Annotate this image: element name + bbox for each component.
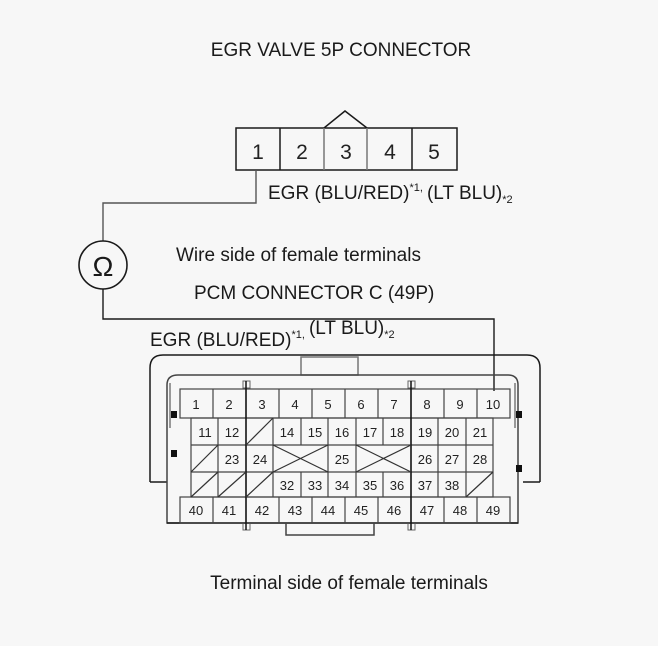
pcm-pin: 3 — [258, 397, 265, 412]
pcm-pin: 1 — [192, 397, 199, 412]
pcm-pin: 8 — [423, 397, 430, 412]
pcm-pin: 43 — [288, 503, 302, 518]
footnote-2: *2 — [502, 194, 512, 206]
pcm-pin: 47 — [420, 503, 434, 518]
wire-color-alt: (LT BLU) — [309, 318, 384, 339]
pcm-pin: 41 — [222, 503, 236, 518]
pcm-pin: 46 — [387, 503, 401, 518]
pcm-pin: 37 — [418, 478, 432, 493]
pcm-pin: 27 — [445, 452, 459, 467]
pcm-pin: 21 — [473, 425, 487, 440]
diagram-title: EGR VALVE 5P CONNECTOR — [211, 40, 471, 61]
pcm-pin-10-probe: 10 — [486, 397, 500, 412]
pcm-pin: 28 — [473, 452, 487, 467]
egr-pin-1: 1 — [252, 141, 264, 164]
pcm-pin: 24 — [253, 452, 267, 467]
pcm-pin: 23 — [225, 452, 239, 467]
pcm-pin: 16 — [335, 425, 349, 440]
egr-pin-4: 4 — [384, 141, 396, 164]
pcm-pin: 40 — [189, 503, 203, 518]
pcm-pin-labels: 1 2 3 4 5 6 7 8 9 10 11 12 14 15 16 17 1… — [189, 397, 500, 518]
egr-wire-label: EGR (BLU/RED)*1, (LT BLU)*2 — [268, 182, 513, 206]
pcm-pin: 36 — [390, 478, 404, 493]
pcm-pin: 32 — [280, 478, 294, 493]
egr-connector-pins: 1 2 3 4 5 — [252, 141, 440, 164]
pcm-pin: 19 — [418, 425, 432, 440]
pcm-pin: 33 — [308, 478, 322, 493]
wire-color-alt: (LT BLU) — [427, 183, 502, 204]
pcm-pin: 14 — [280, 425, 294, 440]
pcm-pin: 38 — [445, 478, 459, 493]
pcm-pin: 44 — [321, 503, 335, 518]
pcm-pin: 7 — [390, 397, 397, 412]
pcm-pin: 5 — [324, 397, 331, 412]
ohmmeter-icon: Ω — [78, 240, 128, 290]
egr-pin-3: 3 — [340, 141, 352, 164]
lock-markers — [171, 411, 522, 472]
footnote-1: *1, — [291, 329, 304, 341]
pcm-connector-title: PCM CONNECTOR C (49P) — [194, 283, 434, 304]
pcm-wire-label: EGR (BLU/RED)*1, (LT BLU)*2 — [150, 318, 395, 351]
egr-pin-2: 2 — [296, 141, 308, 164]
terminal-side-label: Terminal side of female terminals — [210, 573, 488, 594]
footnote-2: *2 — [384, 329, 394, 341]
pcm-pin: 25 — [335, 452, 349, 467]
egr-valve-connector — [235, 110, 458, 171]
pcm-pin: 48 — [453, 503, 467, 518]
wire-side-label: Wire side of female terminals — [176, 245, 421, 266]
pcm-pin: 6 — [357, 397, 364, 412]
pcm-pin: 45 — [354, 503, 368, 518]
unused-cavities — [190, 417, 494, 498]
pcm-pin: 35 — [363, 478, 377, 493]
pcm-pin: 49 — [486, 503, 500, 518]
pcm-pin: 9 — [456, 397, 463, 412]
wire-color-main: EGR (BLU/RED) — [150, 330, 291, 351]
pcm-terminal-grid — [179, 381, 511, 530]
pcm-pin: 26 — [418, 452, 432, 467]
egr-pin-5: 5 — [428, 141, 440, 164]
pcm-pin: 4 — [291, 397, 298, 412]
wire-color-main: EGR (BLU/RED) — [268, 183, 409, 204]
pcm-pin: 42 — [255, 503, 269, 518]
pcm-pin: 34 — [335, 478, 349, 493]
pcm-pin: 20 — [445, 425, 459, 440]
pcm-pin: 15 — [308, 425, 322, 440]
footnote-1: *1, — [409, 182, 422, 194]
pcm-pin: 12 — [225, 425, 239, 440]
ohm-symbol: Ω — [93, 251, 114, 282]
pcm-pin: 17 — [363, 425, 377, 440]
pcm-pin: 2 — [225, 397, 232, 412]
pcm-pin: 18 — [390, 425, 404, 440]
pcm-pin: 11 — [198, 425, 212, 440]
